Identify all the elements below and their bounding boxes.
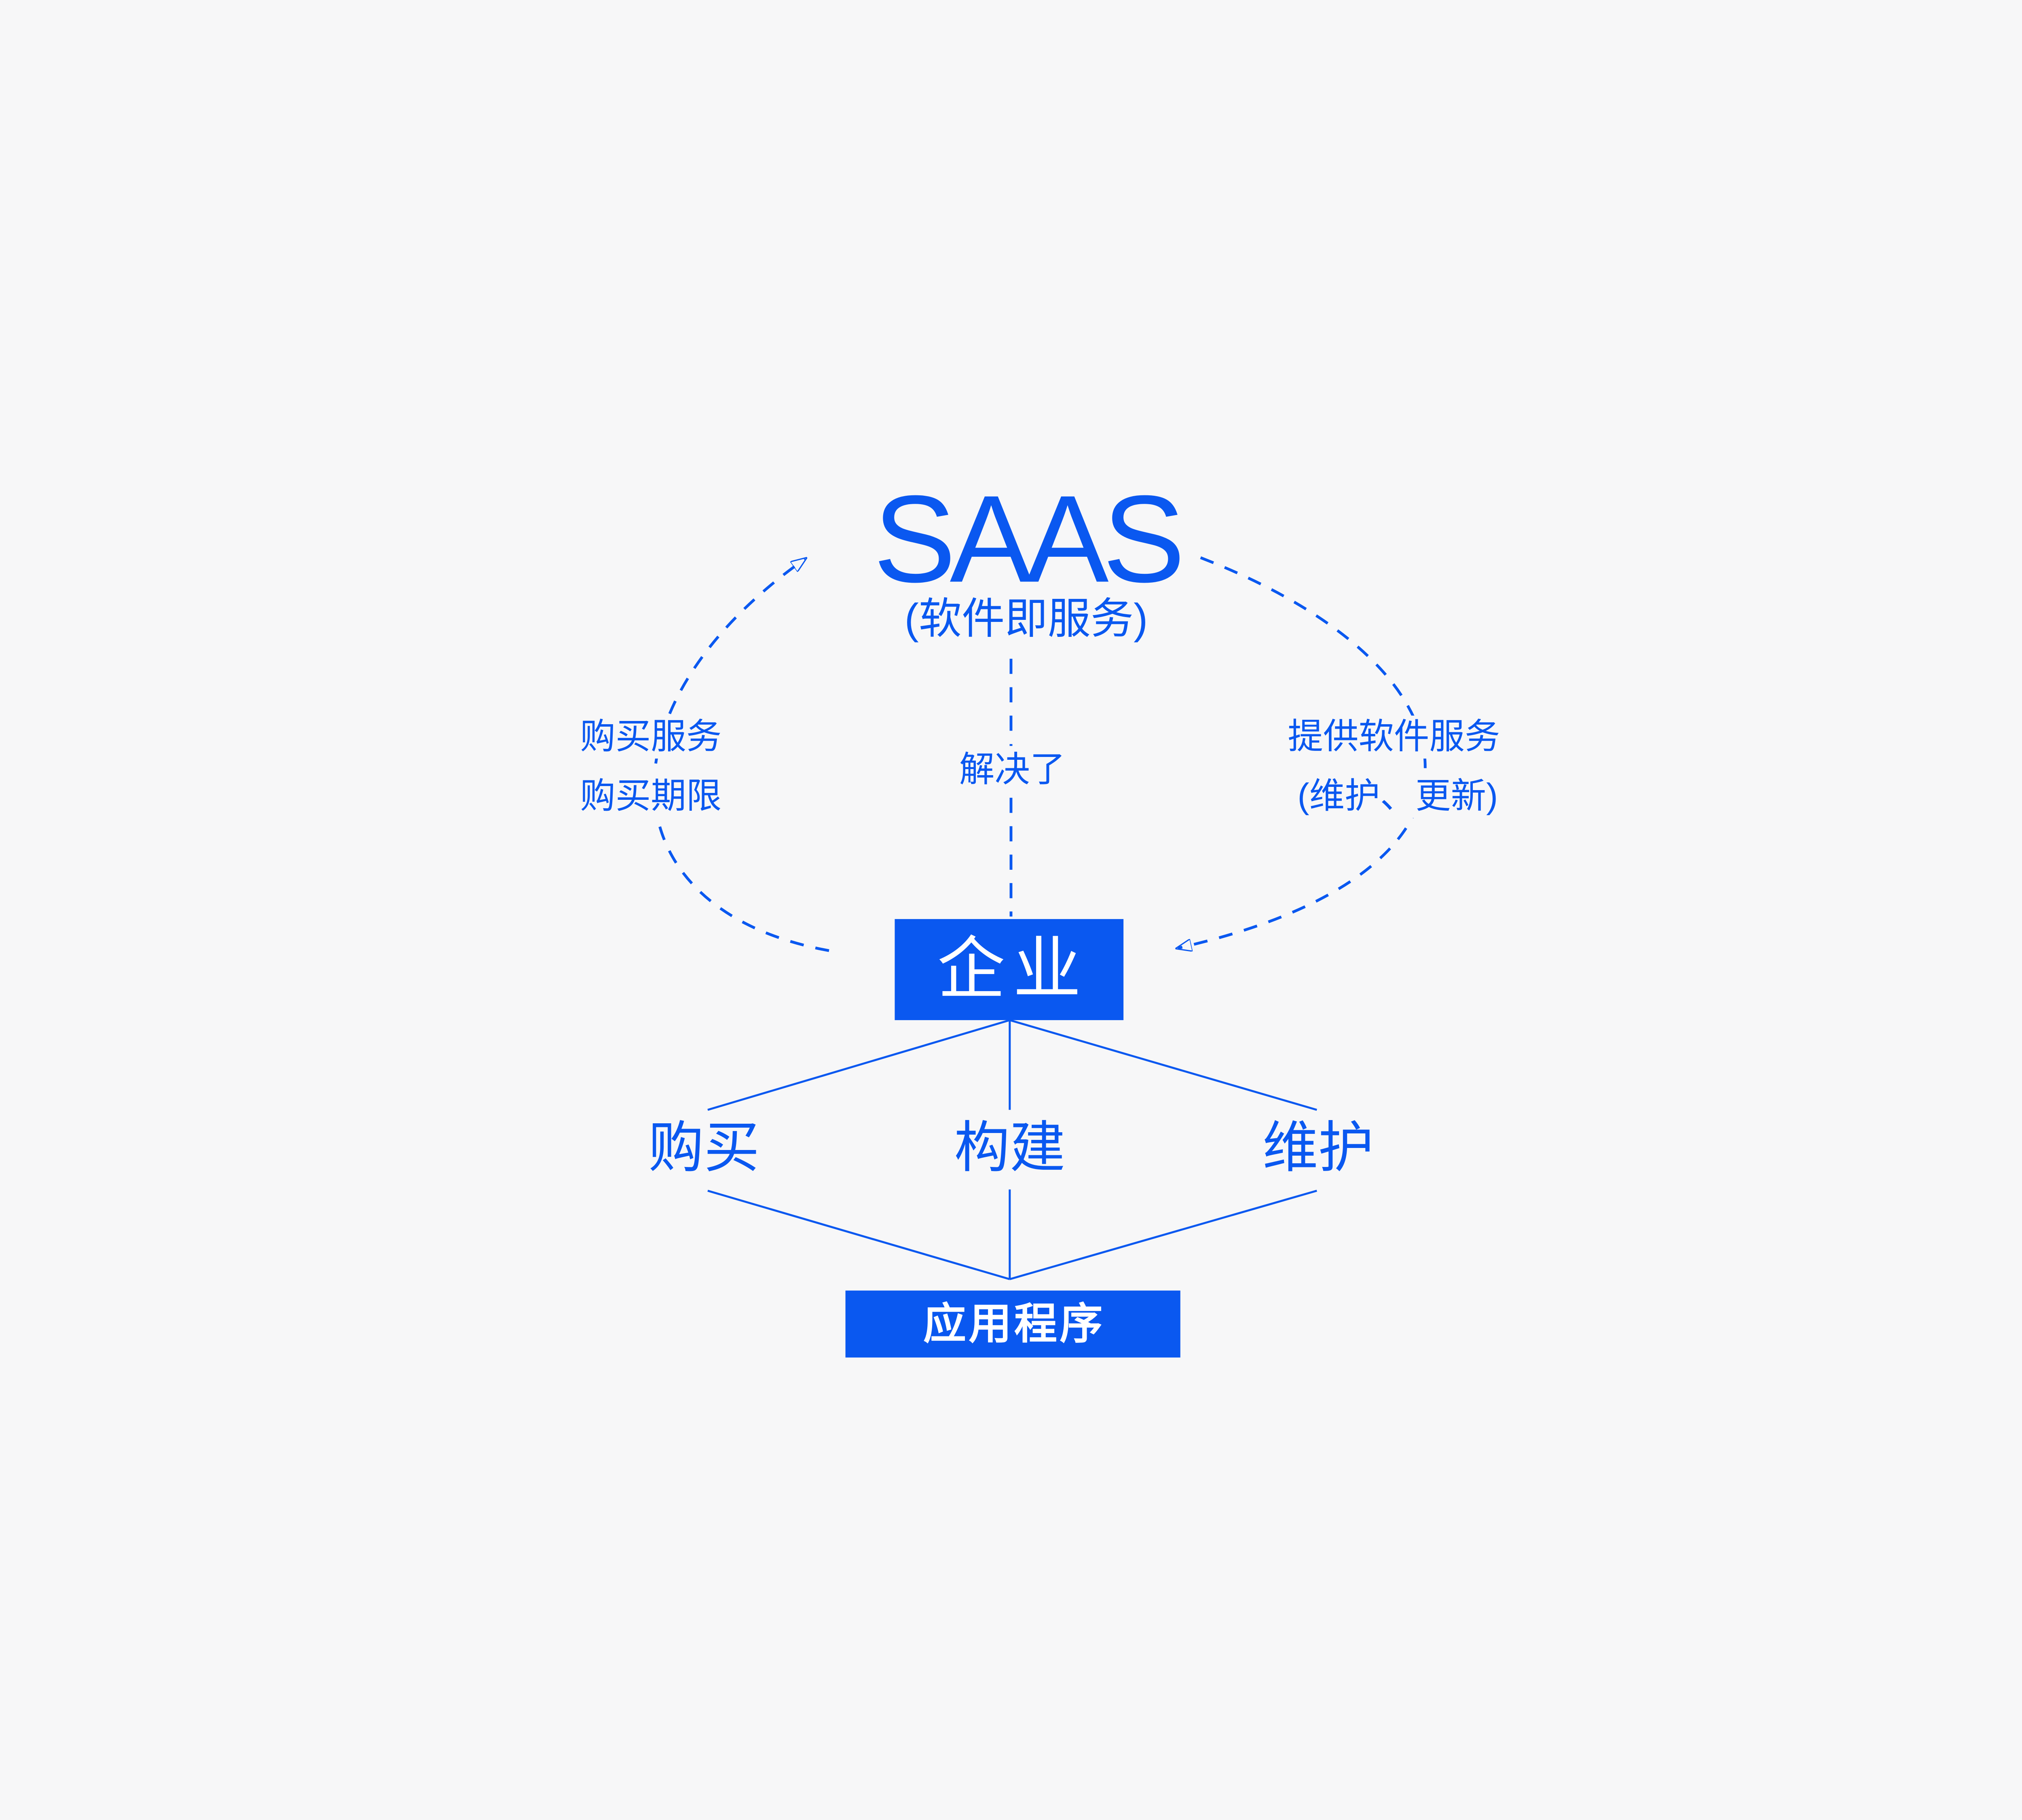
diagram-lines [653, 556, 1427, 1280]
edge-label-buy-term: 购买期限 [571, 775, 731, 818]
action-build: 构建 [954, 1117, 1066, 1180]
arc-enterprise-to-saas [653, 559, 829, 952]
edge-maintain-to-application [1009, 1189, 1317, 1280]
edge-label-provide-service: 提供软件服务 [1279, 715, 1509, 759]
node-enterprise: 企业 [895, 919, 1124, 1020]
edge-enterprise-to-maintain [1009, 1019, 1317, 1111]
arc-saas-to-enterprise [1178, 556, 1427, 948]
saas-diagram-canvas: SAAS (软件即服务) 购买服务 购买期限 解决了 提供软件服务 (维护、更新… [0, 341, 2022, 1479]
action-maintain: 维护 [1262, 1117, 1374, 1180]
node-enterprise-label: 企业 [937, 931, 1089, 1008]
node-application-label: 应用程序 [923, 1300, 1105, 1348]
page-subtitle: (软件即服务) [904, 595, 1148, 644]
edge-label-maintain-update: (维护、更新) [1288, 775, 1507, 818]
edge-buy-to-application [707, 1189, 1010, 1280]
edge-label-solved: 解决了 [950, 748, 1074, 791]
node-application: 应用程序 [845, 1290, 1180, 1357]
page-title: SAAS [873, 469, 1185, 608]
action-buy: 购买 [648, 1117, 760, 1180]
edge-enterprise-to-buy [707, 1019, 1010, 1111]
edge-label-buy-service: 购买服务 [571, 715, 731, 759]
